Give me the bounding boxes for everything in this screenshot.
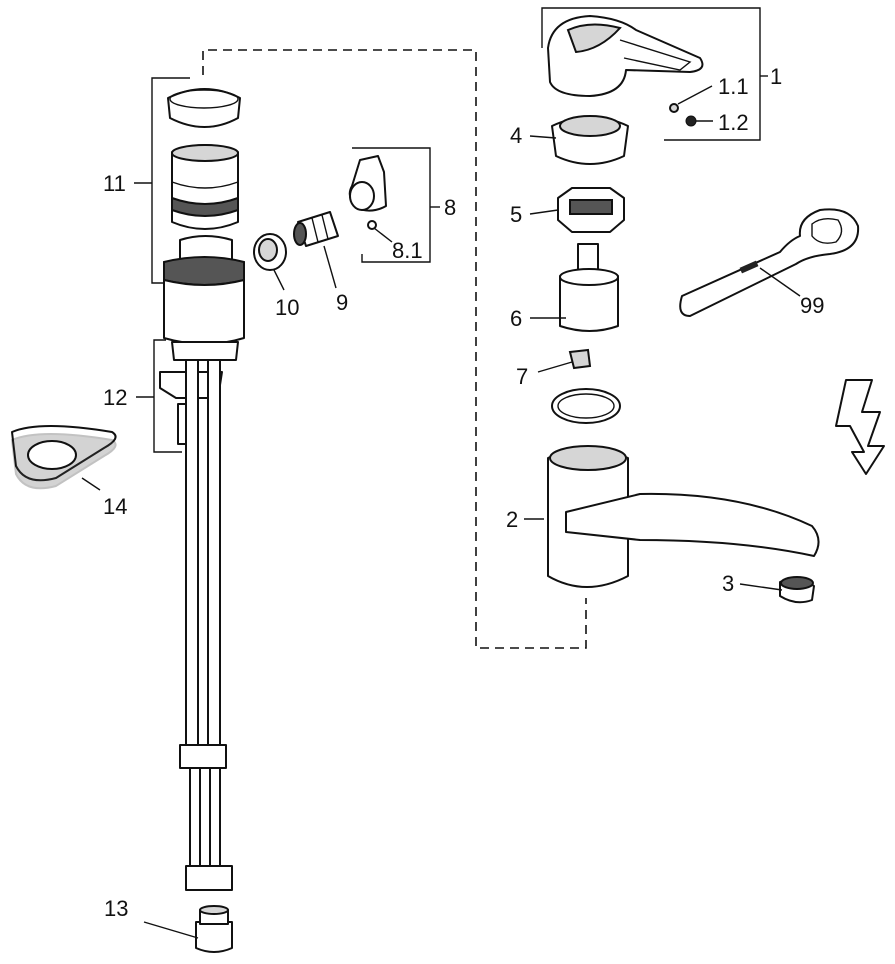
part-1-lever — [547, 15, 704, 97]
part-2-spout-body — [547, 445, 820, 588]
part-99-wrench — [679, 208, 860, 317]
label-8: 8 — [444, 195, 456, 220]
label-99: 99 — [800, 293, 824, 318]
part-11-housing-group — [163, 88, 245, 345]
label-6: 6 — [510, 306, 522, 331]
part-13-nut — [195, 905, 233, 953]
part-10-ring — [253, 233, 287, 271]
label-7: 7 — [516, 364, 528, 389]
lightning-arrow-icon — [835, 379, 885, 475]
part-14-base-plate — [10, 425, 117, 490]
group-1-bracket — [541, 7, 761, 141]
part-1-2-cap — [685, 115, 697, 127]
part-4-cover — [551, 115, 629, 165]
label-5: 5 — [510, 202, 522, 227]
part-6-cartridge — [559, 243, 619, 332]
part-7-insert — [568, 348, 592, 370]
group-12-bracket — [153, 339, 182, 453]
label-9: 9 — [336, 290, 348, 315]
part-3-aerator — [779, 576, 815, 604]
label-4: 4 — [510, 123, 522, 148]
part-8-diverter — [348, 155, 387, 230]
group-8-bracket — [352, 147, 431, 263]
label-11: 11 — [103, 171, 126, 196]
part-5-nut — [557, 187, 625, 233]
label-13: 13 — [104, 896, 128, 921]
part-9-valve — [293, 211, 339, 247]
label-8-1: 8.1 — [392, 238, 423, 263]
label-14: 14 — [103, 494, 127, 519]
o-ring — [551, 388, 621, 424]
label-10: 10 — [275, 295, 299, 320]
assembly-dashed-line — [202, 49, 587, 649]
label-1-1: 1.1 — [718, 74, 749, 99]
label-3: 3 — [722, 571, 734, 596]
label-2: 2 — [506, 507, 518, 532]
part-1-1-screw — [669, 103, 679, 113]
group-11-bracket — [151, 77, 190, 284]
hoses — [179, 359, 233, 891]
label-1: 1 — [770, 64, 782, 89]
label-1-2: 1.2 — [718, 110, 749, 135]
label-12: 12 — [103, 385, 127, 410]
